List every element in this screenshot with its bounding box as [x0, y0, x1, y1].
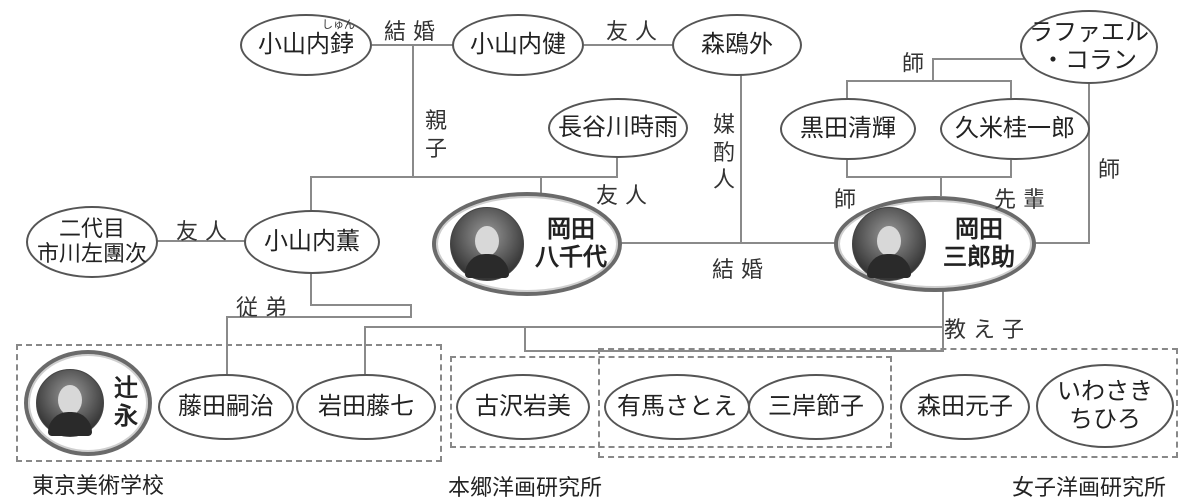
line-collin-left — [932, 58, 1024, 60]
line-kume-down — [1010, 160, 1012, 176]
node-okada-saburosuke: 岡田 三郎助 — [834, 196, 1036, 292]
line-ogai-drop — [740, 68, 742, 244]
relation-friend-mid: 友 人 — [596, 184, 647, 209]
line-shi-top-branch — [846, 80, 1012, 82]
okada-yachiyo-label: 岡田 八千代 — [535, 215, 607, 271]
line-itoko-down — [410, 304, 412, 318]
portrait-yachiyo-icon — [450, 207, 524, 281]
line-kuroda-down — [846, 160, 848, 176]
node-raphael-collin: ラファエル ・コラン — [1020, 10, 1158, 84]
okada-saburosuke-label: 岡田 三郎助 — [943, 215, 1015, 271]
node-tsuji-hisashi: 辻 永 — [24, 350, 152, 456]
portrait-saburosuke-icon — [852, 207, 926, 281]
line-furusawa-up — [524, 326, 526, 350]
line-kuroda-up — [846, 80, 848, 98]
portrait-tsuji-icon — [36, 369, 104, 437]
line-teachers-branch — [846, 176, 1012, 178]
ruby-shun: しゅん — [322, 18, 355, 31]
node-koyama-ken: 小山内健 — [452, 14, 584, 76]
line-ichikawa-kaoru — [156, 240, 246, 242]
relation-friend-top: 友 人 — [606, 20, 657, 45]
line-kume-up — [1010, 80, 1012, 98]
relation-shi-mid: 師 — [834, 188, 857, 213]
tsuji-hisashi-label: 辻 永 — [114, 374, 138, 430]
relation-shi-right: 師 — [1098, 158, 1121, 183]
line-itoko-branch — [226, 316, 412, 318]
node-fujita: 藤田嗣治 — [158, 374, 294, 440]
relation-baishaku: 媒 酌 人 — [712, 113, 735, 193]
relation-oshiego: 教 え 子 — [944, 318, 1024, 343]
group-box-hongo — [450, 356, 892, 448]
line-collin-to-saburo — [1034, 242, 1090, 244]
relation-oyako: 親 子 — [424, 109, 447, 162]
line-kaoru-branch — [310, 176, 542, 178]
group-label-hongo: 本郷洋画研究所 — [448, 476, 603, 501]
line-marriage-drop — [412, 44, 414, 176]
line-yachiyo-up — [540, 176, 542, 194]
node-hasegawa: 長谷川時雨 — [548, 98, 688, 158]
line-itoko-h — [310, 304, 412, 306]
line-saburo-down — [942, 286, 944, 350]
node-arima: 有馬さとえ — [604, 374, 750, 440]
line-kaoru-up — [310, 176, 312, 210]
line-fujita-up — [226, 316, 228, 376]
line-collin-right-drop — [1088, 84, 1090, 244]
node-morita: 森田元子 — [900, 374, 1030, 440]
line-students — [524, 350, 944, 352]
line-saburo-branch — [364, 326, 944, 328]
line-iwata-up — [364, 326, 366, 376]
line-shun-ken — [372, 44, 458, 46]
line-hasegawa-drop — [616, 156, 618, 176]
relation-shi-top: 師 — [902, 52, 925, 77]
node-kume: 久米桂一郎 — [940, 98, 1090, 160]
line-kaoru-down — [310, 272, 312, 306]
line-hasegawa-branch — [540, 176, 618, 178]
line-marriage-mid — [618, 242, 836, 244]
node-kuroda: 黒田清輝 — [780, 98, 916, 160]
node-furusawa: 古沢岩美 — [456, 374, 590, 440]
group-box-joshi — [598, 348, 1178, 458]
line-ken-ogai — [584, 44, 672, 46]
node-migishi: 三岸節子 — [748, 374, 884, 440]
node-iwata: 岩田藤七 — [296, 374, 436, 440]
group-label-tokyo: 東京美術学校 — [32, 474, 165, 499]
relation-itoko: 従 弟 — [236, 296, 287, 321]
node-ichikawa: 二代目 市川左團次 — [26, 206, 158, 278]
node-iwasaki: いわさき ちひろ — [1036, 364, 1174, 448]
line-collin-drop — [932, 58, 934, 80]
node-koyama-kaoru: 小山内薫 — [244, 210, 380, 274]
relation-friend-left: 友 人 — [176, 220, 227, 245]
relation-marriage-mid: 結 婚 — [712, 258, 763, 283]
group-box-tokyo — [16, 344, 442, 462]
node-koyama-shun: 小山内鋍 — [240, 14, 372, 76]
relation-marriage-top: 結 婚 — [384, 20, 435, 45]
relation-senpai: 先 輩 — [994, 188, 1045, 213]
node-okada-yachiyo: 岡田 八千代 — [432, 192, 622, 296]
line-saburo-up — [940, 176, 942, 196]
node-mori-ogai: 森鴎外 — [672, 14, 802, 76]
group-label-joshi: 女子洋画研究所 — [1012, 476, 1167, 501]
